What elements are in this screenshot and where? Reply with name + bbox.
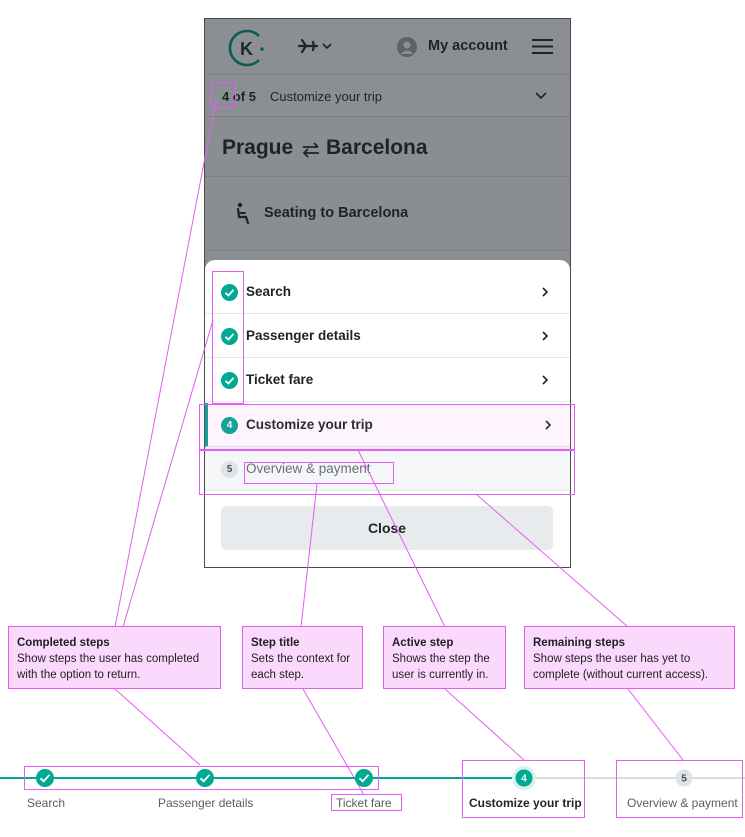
step-current-title: Customize your trip [270,89,382,104]
highlight-step-count [211,82,236,108]
chevron-right-icon [542,375,549,385]
callout-remaining-steps: Remaining steps Show steps the user has … [524,626,735,689]
close-button[interactable]: Close [221,506,553,550]
step-number-badge: 4 [221,417,238,434]
avatar-icon[interactable] [397,37,417,57]
step-number: 5 [681,774,687,785]
progress-step-customize-trip[interactable]: 4 [512,766,536,790]
app-header: K My account [205,19,570,74]
seating-title[interactable]: Seating to Barcelona [264,205,409,221]
step-number: 4 [521,774,527,785]
sheet-step-label: Ticket fare [246,372,314,387]
check-circle-icon [196,769,214,787]
highlight-active-progress [462,760,585,818]
route-from: Prague [222,136,294,159]
my-account-link[interactable]: My account [428,38,508,54]
callout-body: Show steps the user has completed with t… [17,653,200,681]
divider [205,176,570,177]
progress-label-search[interactable]: Search [27,796,66,810]
callout-step-title: Step title Sets the context for each ste… [242,626,363,689]
sheet-step-label: Overview & payment [246,461,371,476]
callout-active-step: Active step Shows the step the user is c… [383,626,506,689]
callout-title: Completed steps [17,637,110,649]
progress-step-ticket-fare[interactable] [355,769,373,787]
step-number-badge [675,769,693,787]
check-circle-icon [221,328,238,345]
step-count: 4 of 5 [222,89,256,104]
divider [205,250,570,251]
highlight-step-title [244,462,394,484]
swap-icon [302,142,319,158]
chevron-down-icon[interactable] [535,90,547,100]
progress-label-passenger-details[interactable]: Passenger details [158,796,254,810]
callout-completed-steps: Completed steps Show steps the user has … [8,626,221,689]
sheet-step-label: Passenger details [246,328,361,343]
step-progress-row[interactable]: 4 of 5 Customize your trip [205,74,570,117]
progress-step-passenger-details[interactable] [196,769,214,787]
step-number-badge: 5 [221,461,238,478]
sheet-step-ticket-fare[interactable]: Ticket fare [205,358,570,402]
seat-icon [236,202,250,224]
check-circle-icon [36,769,54,787]
callout-title: Step title [251,637,300,649]
highlight-ticket-fare-label [331,794,402,811]
callout-title: Remaining steps [533,637,626,649]
chevron-right-icon [545,420,552,430]
highlight-completed-steps [212,271,244,404]
chevron-down-icon[interactable] [322,41,332,51]
progress-bar: 4 5 [0,766,745,790]
chevron-right-icon [542,287,549,297]
svg-text:K: K [240,39,253,59]
kiwi-logo-icon[interactable]: K [226,28,266,68]
check-circle-icon [221,284,238,301]
plane-icon[interactable] [298,39,318,53]
sheet-step-search[interactable]: Search [205,270,570,314]
sheet-step-label: Customize your trip [246,417,373,432]
chevron-right-icon [542,331,549,341]
sheet-step-passenger-details[interactable]: Passenger details [205,314,570,358]
highlight-remaining-progress [616,760,743,818]
progress-label-customize-trip[interactable]: Customize your trip [469,796,582,810]
menu-icon[interactable] [532,38,553,55]
highlight-active-step [199,404,575,450]
callout-body: Show steps the user has yet to complete … [533,653,709,681]
sheet-step-label: Search [246,284,292,299]
progress-label-ticket-fare[interactable]: Ticket fare [336,796,392,810]
route-to: Barcelona [326,136,428,159]
callout-body: Shows the step the user is currently in. [392,653,490,681]
callout-title: Active step [392,637,454,649]
callout-body: Sets the context for each step. [251,653,351,681]
progress-step-overview-payment: 5 [675,769,693,787]
check-circle-icon [355,769,373,787]
check-circle-icon [221,372,238,389]
highlight-completed-progress [24,766,379,790]
step-number-badge [515,769,533,787]
progress-label-overview-payment: Overview & payment [627,796,738,810]
progress-step-search[interactable] [36,769,54,787]
